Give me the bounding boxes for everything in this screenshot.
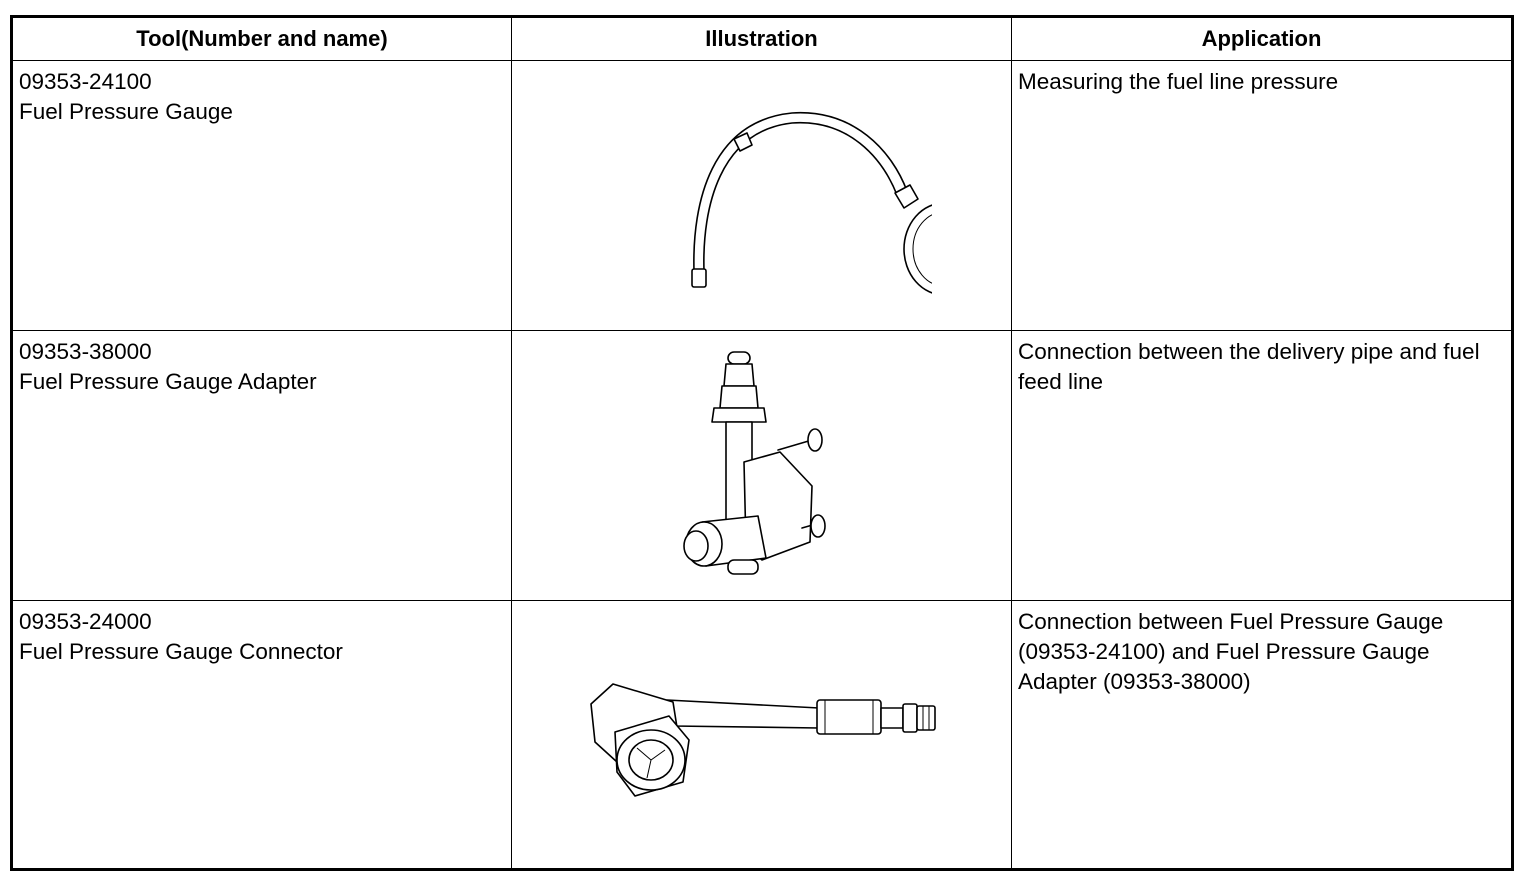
- illustration-cell: [511, 330, 1012, 601]
- tool-number: 09353-24000: [19, 609, 152, 634]
- application-cell: Connection between the delivery pipe and…: [1011, 330, 1513, 601]
- special-tools-table: Tool(Number and name) Illustration Appli…: [10, 15, 1514, 871]
- tool-number: 09353-38000: [19, 339, 152, 364]
- table-row: 09353-24000 Fuel Pressure Gauge Connecto…: [11, 600, 1513, 870]
- tool-cell: 09353-24000 Fuel Pressure Gauge Connecto…: [11, 600, 512, 870]
- table-header-row: Tool(Number and name) Illustration Appli…: [11, 16, 1513, 61]
- tool-name: Fuel Pressure Gauge: [19, 99, 233, 124]
- tool-name: Fuel Pressure Gauge Adapter: [19, 369, 317, 394]
- fuel-pressure-gauge-connector-icon: [589, 682, 936, 797]
- header-tool: Tool(Number and name): [11, 16, 512, 61]
- header-illustration: Illustration: [511, 16, 1012, 61]
- fuel-pressure-gauge-adapter-icon: [682, 350, 826, 575]
- tool-number: 09353-24100: [19, 69, 152, 94]
- tool-cell: 09353-38000 Fuel Pressure Gauge Adapter: [11, 330, 512, 601]
- table-row: 09353-24100 Fuel Pressure Gauge: [11, 60, 1513, 331]
- header-application: Application: [1011, 16, 1513, 61]
- illustration-cell: [511, 600, 1012, 870]
- application-cell: Measuring the fuel line pressure: [1011, 60, 1513, 331]
- tool-name: Fuel Pressure Gauge Connector: [19, 639, 343, 664]
- application-cell: Connection between Fuel Pressure Gauge (…: [1011, 600, 1513, 870]
- illustration-cell: [511, 60, 1012, 331]
- fuel-pressure-gauge-icon: [690, 111, 932, 294]
- tool-cell: 09353-24100 Fuel Pressure Gauge: [11, 60, 512, 331]
- table-row: 09353-38000 Fuel Pressure Gauge Adapter: [11, 330, 1513, 601]
